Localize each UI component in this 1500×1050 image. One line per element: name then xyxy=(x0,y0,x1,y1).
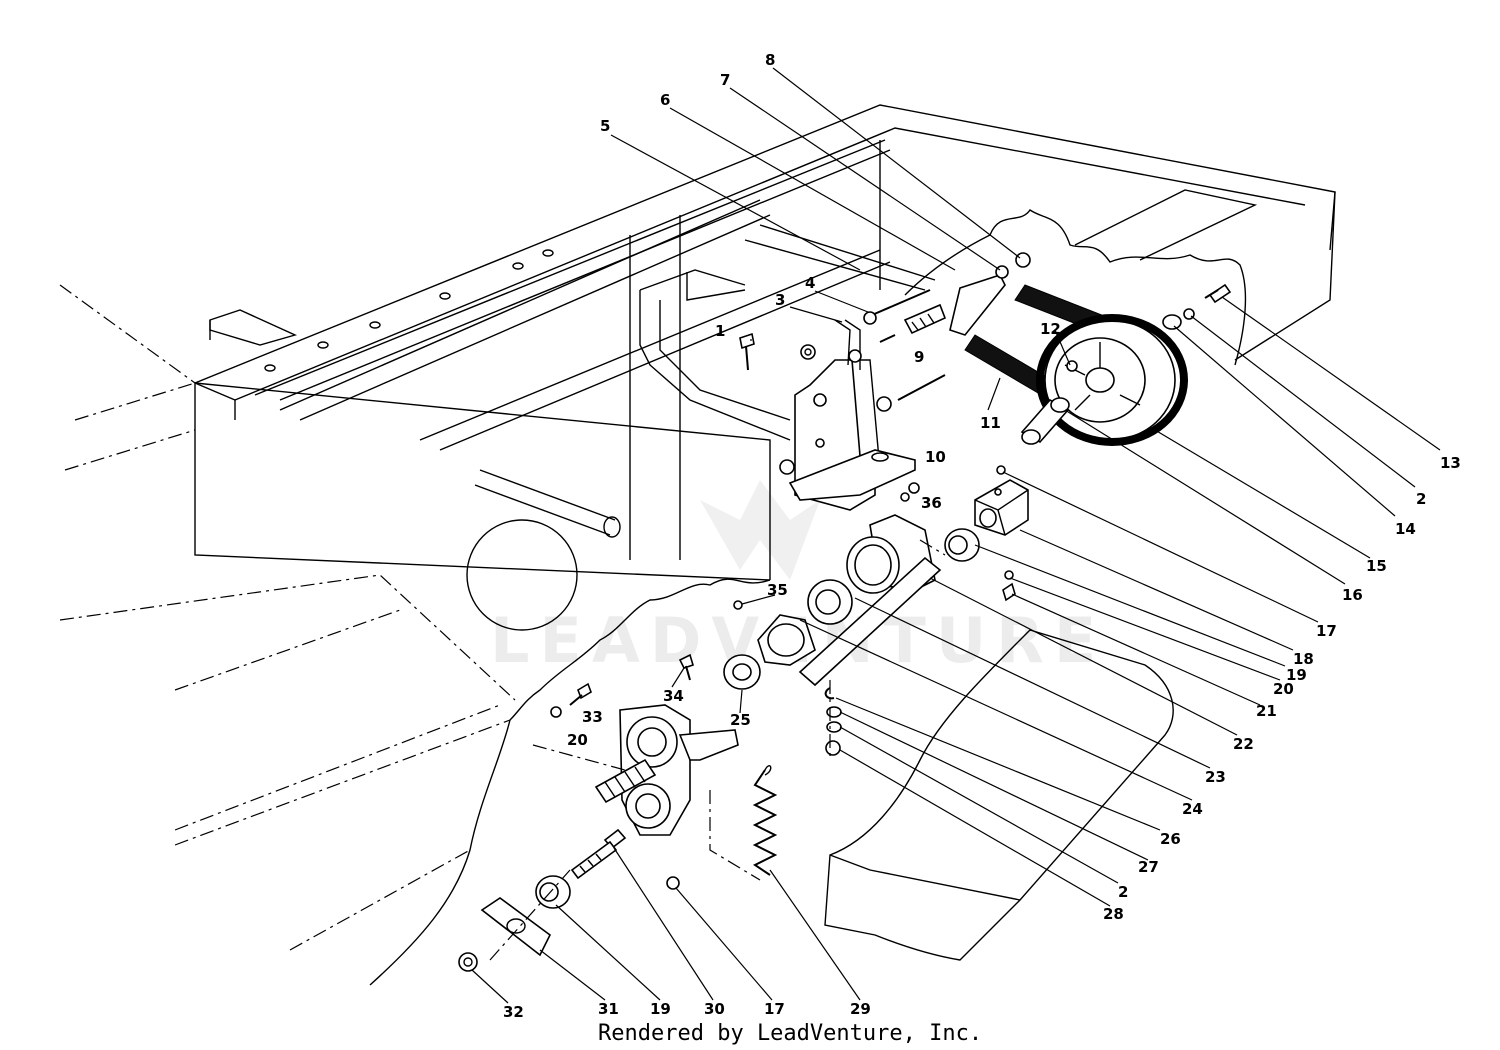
watermark-logo-icon xyxy=(700,480,820,580)
callout-13: 13 xyxy=(1440,454,1461,472)
callout-14: 14 xyxy=(1395,520,1416,538)
credit-text: Rendered by LeadVenture, Inc. xyxy=(598,1021,982,1046)
callout-6: 6 xyxy=(660,91,670,109)
callout-26: 26 xyxy=(1160,830,1181,848)
belt-pulley-assembly xyxy=(964,283,1232,446)
callout-17-right: 17 xyxy=(1316,622,1337,640)
callout-19-left: 19 xyxy=(650,1000,671,1018)
callout-labels: 8 7 6 5 4 3 1 12 9 11 13 2 14 15 16 10 3… xyxy=(503,51,1461,1021)
callout-22: 22 xyxy=(1233,735,1254,753)
callout-27: 27 xyxy=(1138,858,1159,876)
callout-9: 9 xyxy=(914,348,924,366)
callout-18: 18 xyxy=(1293,650,1314,668)
callout-32: 32 xyxy=(503,1003,524,1021)
callout-1: 1 xyxy=(715,322,725,340)
callout-35: 35 xyxy=(767,581,788,599)
callout-21: 21 xyxy=(1256,702,1277,720)
callout-33: 33 xyxy=(582,708,603,726)
callout-31: 31 xyxy=(598,1000,619,1018)
callout-25: 25 xyxy=(730,711,751,729)
mower-frame xyxy=(59,104,1336,986)
callout-2-lower: 2 xyxy=(1118,883,1128,901)
drive-shaft-assembly xyxy=(458,465,1029,972)
callout-19-right: 19 xyxy=(1286,666,1307,684)
callout-17-left: 17 xyxy=(764,1000,785,1018)
callout-5: 5 xyxy=(600,117,610,135)
callout-23: 23 xyxy=(1205,768,1226,786)
callout-4: 4 xyxy=(805,274,815,292)
callout-28: 28 xyxy=(1103,905,1124,923)
callout-36: 36 xyxy=(921,494,942,512)
leader-lines xyxy=(471,67,1441,1004)
callout-7: 7 xyxy=(720,71,730,89)
callout-30: 30 xyxy=(704,1000,725,1018)
callout-11: 11 xyxy=(980,414,1001,432)
callout-15: 15 xyxy=(1366,557,1387,575)
callout-20-right: 20 xyxy=(1273,680,1294,698)
callout-24: 24 xyxy=(1182,800,1203,818)
callout-20-left: 20 xyxy=(567,731,588,749)
callout-10: 10 xyxy=(925,448,946,466)
idler-bracket-assembly xyxy=(639,224,1031,511)
callout-12: 12 xyxy=(1040,320,1061,338)
callout-2-upper: 2 xyxy=(1416,490,1426,508)
callout-3: 3 xyxy=(775,291,785,309)
callout-16: 16 xyxy=(1342,586,1363,604)
callout-34: 34 xyxy=(663,687,684,705)
callout-29: 29 xyxy=(850,1000,871,1018)
callout-8: 8 xyxy=(765,51,775,69)
